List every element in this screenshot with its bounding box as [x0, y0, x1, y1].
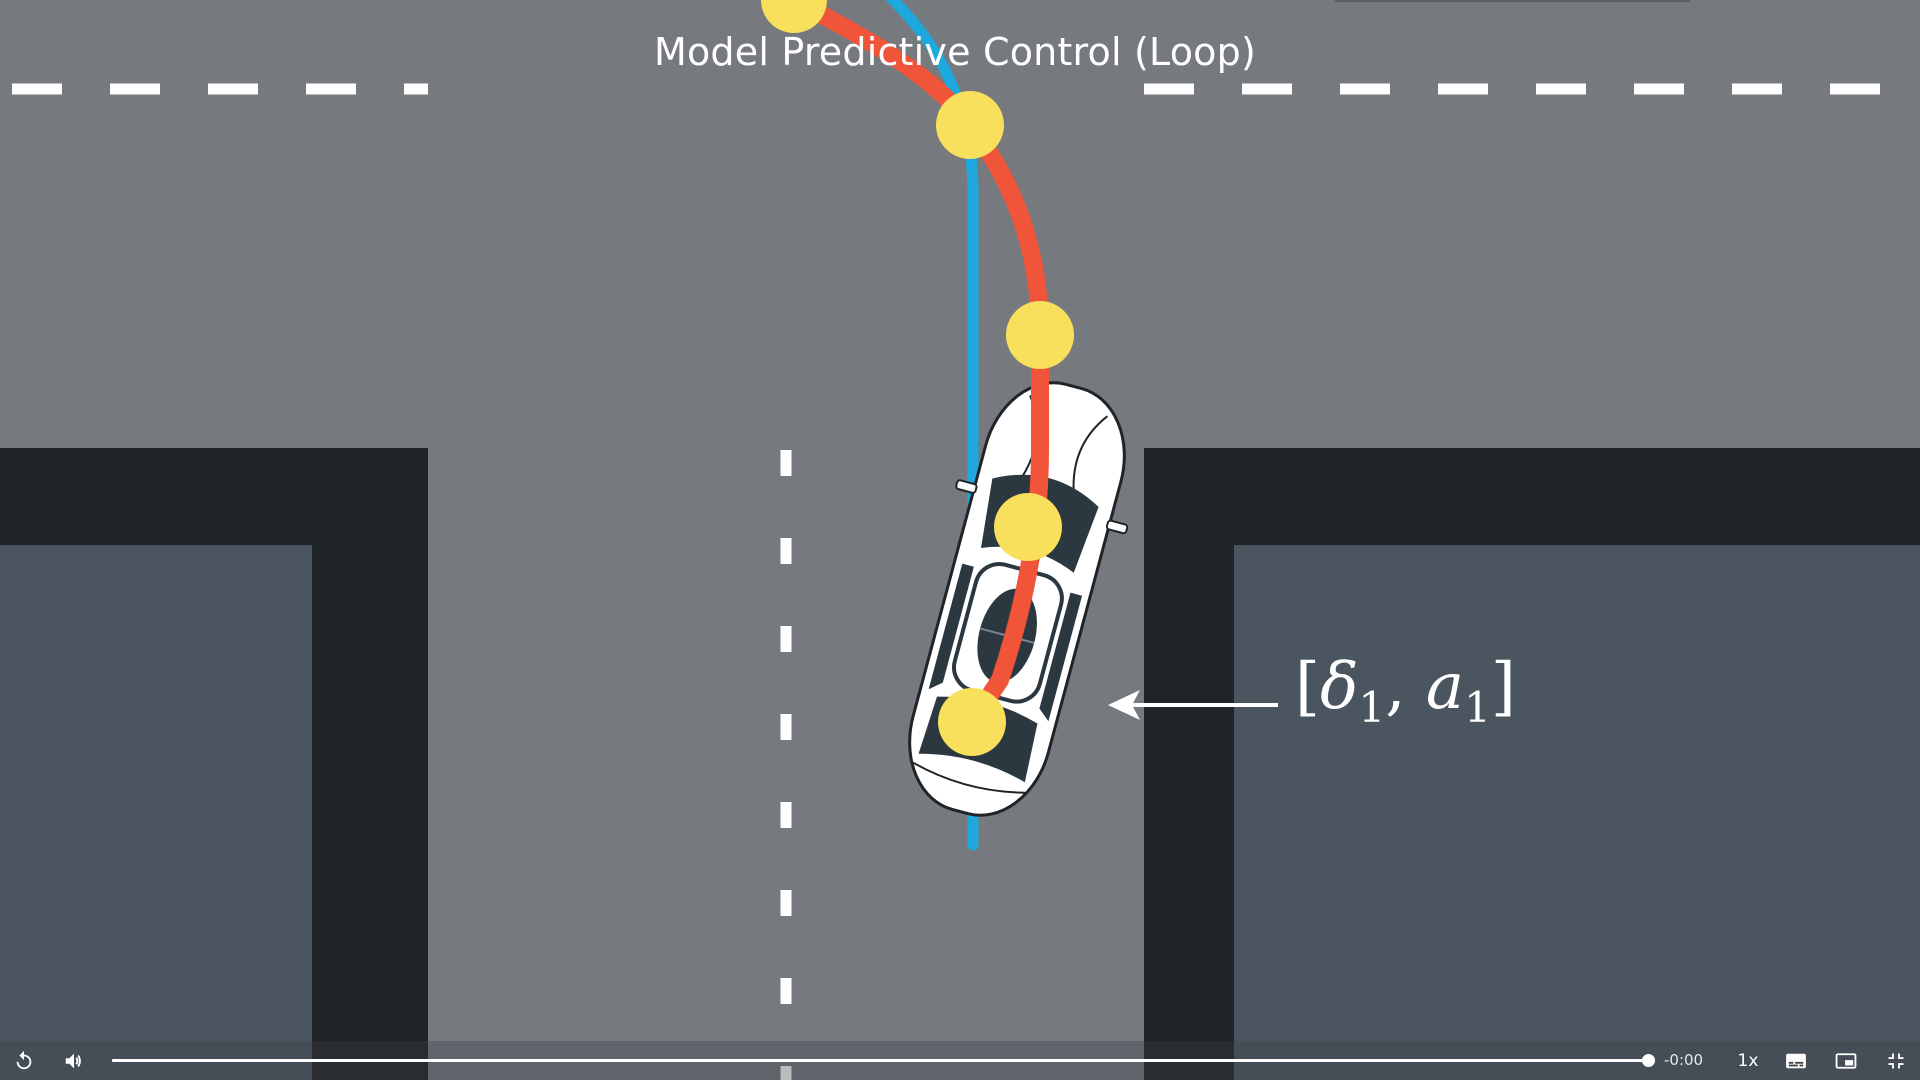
waypoint [994, 493, 1062, 561]
left-block-interior [0, 545, 312, 1080]
waypoint [761, 0, 827, 33]
waypoint [938, 688, 1006, 756]
playback-speed-button[interactable]: 1x [1737, 1050, 1759, 1071]
picture-in-picture-icon [1835, 1052, 1857, 1069]
predicted-trajectory [785, 0, 1049, 731]
steering-subscript: 1 [1358, 683, 1386, 732]
player-control-bar: -0:00 1x [0, 1041, 1920, 1080]
car-mirror-right [1105, 519, 1129, 535]
volume-icon [65, 1053, 81, 1068]
reference-path [885, 0, 979, 851]
exit-fullscreen-icon [1888, 1053, 1904, 1068]
steering-symbol: δ [1319, 650, 1359, 724]
car-side-window-left [928, 563, 974, 690]
time-remaining: -0:00 [1664, 1051, 1704, 1069]
exit-fullscreen-button[interactable] [1876, 1041, 1916, 1080]
left-city-block [0, 448, 428, 1080]
captions-button[interactable] [1776, 1041, 1816, 1080]
control-input-label: [δ1, a1] [1295, 650, 1516, 732]
acceleration-symbol: a [1425, 650, 1465, 724]
annotation-arrow [1108, 690, 1278, 720]
picture-in-picture-button[interactable] [1826, 1041, 1866, 1080]
replay-button[interactable] [6, 1041, 42, 1080]
replay-icon [16, 1050, 32, 1069]
right-city-block [1144, 448, 1920, 1080]
car-side-window-right [1039, 592, 1083, 722]
waypoint [1006, 301, 1074, 369]
volume-button[interactable] [56, 1041, 92, 1080]
car-mirror-left [955, 479, 978, 494]
car-trunk-line [912, 761, 1026, 794]
progress-handle[interactable] [1642, 1054, 1655, 1067]
right-block-interior [1234, 545, 1920, 1080]
acceleration-subscript: 1 [1464, 683, 1491, 732]
captions-icon [1786, 1053, 1806, 1068]
waypoint [936, 91, 1004, 159]
progress-fill [112, 1059, 1648, 1062]
video-title: Model Predictive Control (Loop) [654, 30, 1256, 74]
progress-bar[interactable] [112, 1054, 1655, 1067]
trajectory-waypoints [761, 0, 1074, 756]
